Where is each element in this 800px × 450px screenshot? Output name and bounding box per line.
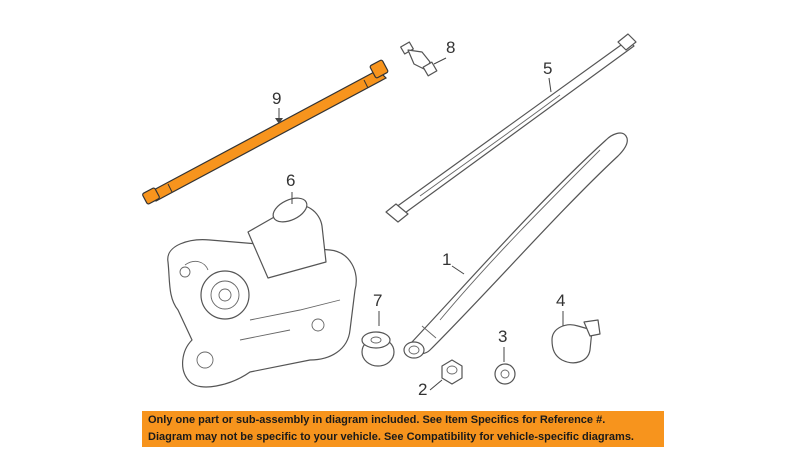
callout-9: 9 [272,89,281,108]
part-7-bushing [361,331,395,367]
disclaimer-line-1: Only one part or sub-assembly in diagram… [148,414,606,426]
part-2-nut [441,359,463,385]
part-5-arm [385,33,637,223]
leader-1 [451,265,465,275]
callout-5: 5 [543,59,552,78]
part-8-fitting [400,41,438,77]
leader-2 [429,379,443,391]
part-1-wiper-arm [403,132,628,359]
callout-1: 1 [442,250,451,269]
leader-9-arrow [275,118,283,124]
part-3-washer [494,363,516,385]
callout-6: 6 [286,171,295,190]
callout-7: 7 [373,291,382,310]
callout-3: 3 [498,327,507,346]
callout-2: 2 [418,380,427,399]
leader-8 [433,57,447,65]
leader-5 [548,77,552,93]
disclaimer-line-2: Diagram may not be specific to your vehi… [148,431,634,443]
callout-4: 4 [556,291,565,310]
part-4-cap [551,319,601,364]
disclaimer-banner: Only one part or sub-assembly in diagram… [142,411,664,447]
part-6-motor [167,197,357,388]
callout-8: 8 [446,38,455,57]
part-9-rod [142,59,389,205]
